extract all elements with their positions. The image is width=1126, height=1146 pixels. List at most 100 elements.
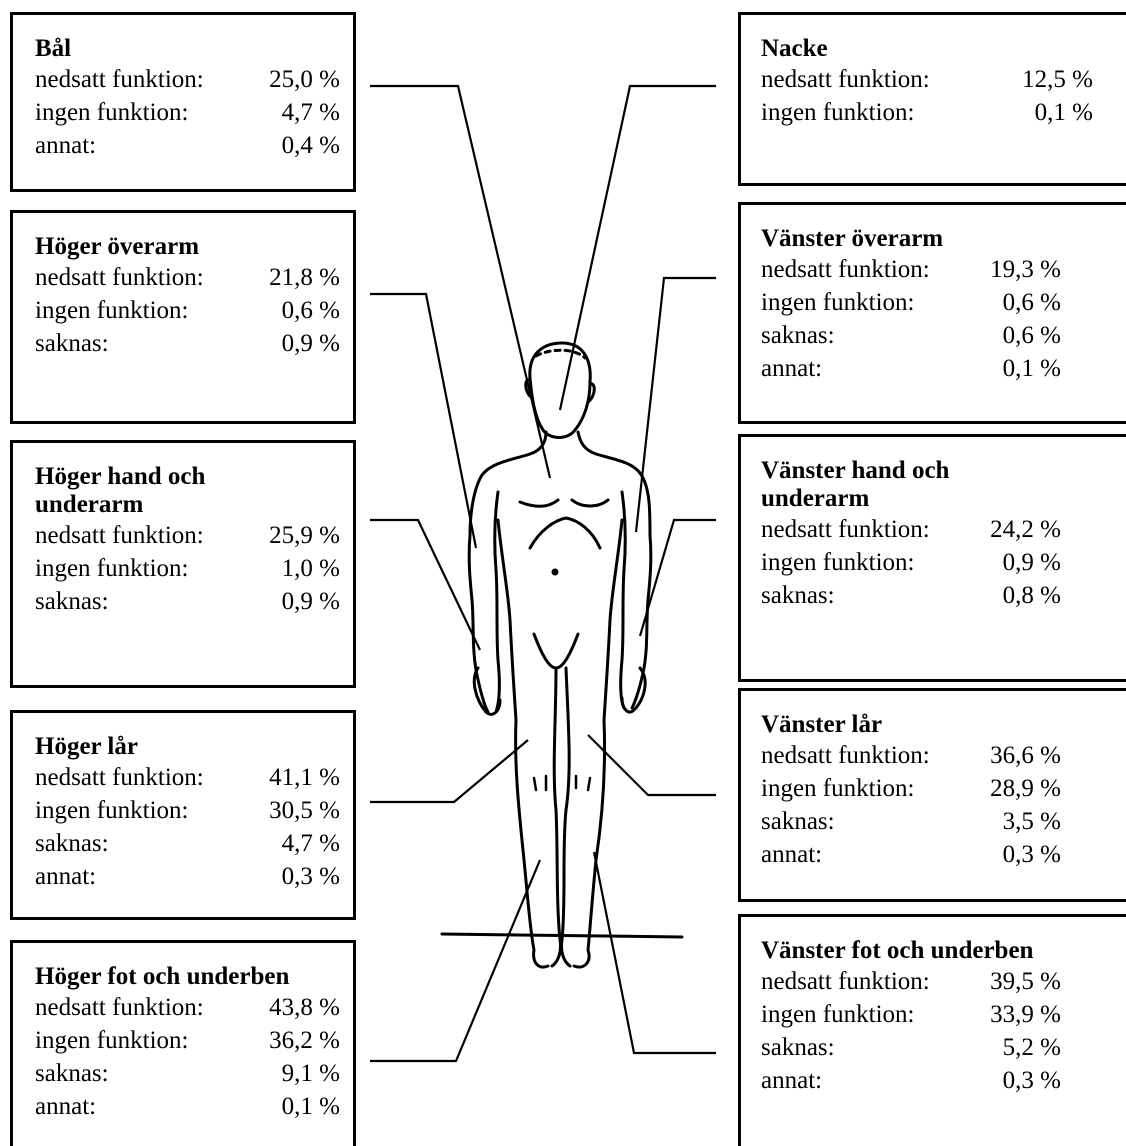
row-value: 0,1 % xyxy=(961,352,1061,385)
row-value: 21,8 % xyxy=(240,261,340,294)
row-value: 3,5 % xyxy=(961,805,1061,838)
data-row: ingen funktion:36,2 % xyxy=(35,1024,353,1057)
row-label: annat: xyxy=(761,352,961,385)
data-row: ingen funktion:30,5 % xyxy=(35,794,353,827)
leader-hoger-overarm xyxy=(370,294,476,548)
box-vanster-lar: Vänster lår nedsatt funktion:36,6 % inge… xyxy=(738,688,1126,902)
row-label: saknas: xyxy=(761,319,961,352)
row-label: ingen funktion: xyxy=(35,794,240,827)
row-label: ingen funktion: xyxy=(761,96,983,129)
data-row: nedsatt funktion:24,2 % xyxy=(761,513,1126,546)
row-label: ingen funktion: xyxy=(35,96,240,129)
data-row: nedsatt funktion:43,8 % xyxy=(35,991,353,1024)
data-row: annat:0,3 % xyxy=(35,860,353,893)
box-hoger-overarm: Höger överarm nedsatt funktion:21,8 % in… xyxy=(10,210,356,424)
row-value: 43,8 % xyxy=(240,991,340,1024)
box-title: Höger överarm xyxy=(35,233,353,261)
data-row: saknas:0,9 % xyxy=(35,585,353,618)
leader-vanster-fot xyxy=(594,852,716,1053)
box-title: Vänster lår xyxy=(761,711,1126,739)
box-vanster-fot: Vänster fot och underben nedsatt funktio… xyxy=(738,914,1126,1146)
floor-line xyxy=(442,934,682,937)
row-value: 12,5 % xyxy=(983,63,1093,96)
leader-hoger-hand xyxy=(370,520,480,650)
legs-outline xyxy=(516,720,548,967)
data-row: ingen funktion:4,7 % xyxy=(35,96,353,129)
leader-lines xyxy=(370,86,716,1061)
leader-nacke xyxy=(560,86,716,410)
data-row: saknas:3,5 % xyxy=(761,805,1126,838)
row-label: nedsatt funktion: xyxy=(761,253,961,286)
data-row: saknas:4,7 % xyxy=(35,827,353,860)
box-title: Vänster fot och underben xyxy=(761,937,1126,965)
row-value: 0,3 % xyxy=(240,860,340,893)
data-row: ingen funktion:0,9 % xyxy=(761,546,1126,579)
data-row: saknas:9,1 % xyxy=(35,1057,353,1090)
row-label: saknas: xyxy=(761,579,961,612)
data-row: nedsatt funktion:21,8 % xyxy=(35,261,353,294)
box-nacke: Nacke nedsatt funktion:12,5 % ingen funk… xyxy=(738,12,1126,186)
row-value: 33,9 % xyxy=(961,998,1061,1031)
data-row: saknas:0,6 % xyxy=(761,319,1126,352)
row-label: annat: xyxy=(35,1090,240,1123)
box-vanster-hand: Vänster hand och underarm nedsatt funkti… xyxy=(738,434,1126,682)
row-value: 0,6 % xyxy=(961,286,1061,319)
data-row: ingen funktion:33,9 % xyxy=(761,998,1126,1031)
row-value: 25,0 % xyxy=(240,63,340,96)
data-row: nedsatt funktion:25,0 % xyxy=(35,63,353,96)
data-row: ingen funktion:0,6 % xyxy=(35,294,353,327)
row-label: ingen funktion: xyxy=(761,286,961,319)
row-label: annat: xyxy=(761,1064,961,1097)
row-value: 39,5 % xyxy=(961,965,1061,998)
row-value: 28,9 % xyxy=(961,772,1061,805)
row-label: saknas: xyxy=(35,585,240,618)
row-label: ingen funktion: xyxy=(35,294,240,327)
data-row: saknas:5,2 % xyxy=(761,1031,1126,1064)
row-value: 1,0 % xyxy=(240,552,340,585)
row-value: 36,6 % xyxy=(961,739,1061,772)
data-row: nedsatt funktion:41,1 % xyxy=(35,761,353,794)
row-value: 0,9 % xyxy=(961,546,1061,579)
row-value: 0,1 % xyxy=(240,1090,340,1123)
row-label: ingen funktion: xyxy=(761,998,961,1031)
row-label: nedsatt funktion: xyxy=(761,63,983,96)
torso-outline xyxy=(469,432,546,712)
row-label: saknas: xyxy=(35,1057,240,1090)
box-title-line2: underarm xyxy=(761,485,1126,513)
box-bal: Bål nedsatt funktion:25,0 % ingen funkti… xyxy=(10,12,356,192)
row-value: 30,5 % xyxy=(240,794,340,827)
row-label: nedsatt funktion: xyxy=(761,739,961,772)
row-value: 19,3 % xyxy=(961,253,1061,286)
row-value: 24,2 % xyxy=(961,513,1061,546)
row-value: 4,7 % xyxy=(240,96,340,129)
box-hoger-fot: Höger fot och underben nedsatt funktion:… xyxy=(10,940,356,1146)
row-value: 9,1 % xyxy=(240,1057,340,1090)
box-vanster-overarm: Vänster överarm nedsatt funktion:19,3 % … xyxy=(738,202,1126,424)
row-label: nedsatt funktion: xyxy=(761,513,961,546)
row-value: 0,6 % xyxy=(961,319,1061,352)
data-row: ingen funktion:0,6 % xyxy=(761,286,1126,319)
row-value: 0,6 % xyxy=(240,294,340,327)
row-value: 4,7 % xyxy=(240,827,340,860)
row-label: annat: xyxy=(35,860,240,893)
row-label: annat: xyxy=(35,129,240,162)
box-title: Bål xyxy=(35,35,353,63)
row-label: annat: xyxy=(761,838,961,871)
box-hoger-hand: Höger hand och underarm nedsatt funktion… xyxy=(10,440,356,688)
row-label: nedsatt funktion: xyxy=(35,991,240,1024)
row-value: 0,3 % xyxy=(961,1064,1061,1097)
data-row: saknas:0,8 % xyxy=(761,579,1126,612)
box-title: Höger lår xyxy=(35,733,353,761)
row-value: 0,3 % xyxy=(961,838,1061,871)
row-label: nedsatt funktion: xyxy=(35,519,240,552)
row-value: 0,1 % xyxy=(983,96,1093,129)
data-row: nedsatt funktion:39,5 % xyxy=(761,965,1126,998)
row-label: saknas: xyxy=(35,327,240,360)
row-label: ingen funktion: xyxy=(761,772,961,805)
row-label: ingen funktion: xyxy=(35,552,240,585)
data-row: annat:0,4 % xyxy=(35,129,353,162)
row-label: saknas: xyxy=(761,1031,961,1064)
row-value: 0,9 % xyxy=(240,585,340,618)
row-label: saknas: xyxy=(35,827,240,860)
